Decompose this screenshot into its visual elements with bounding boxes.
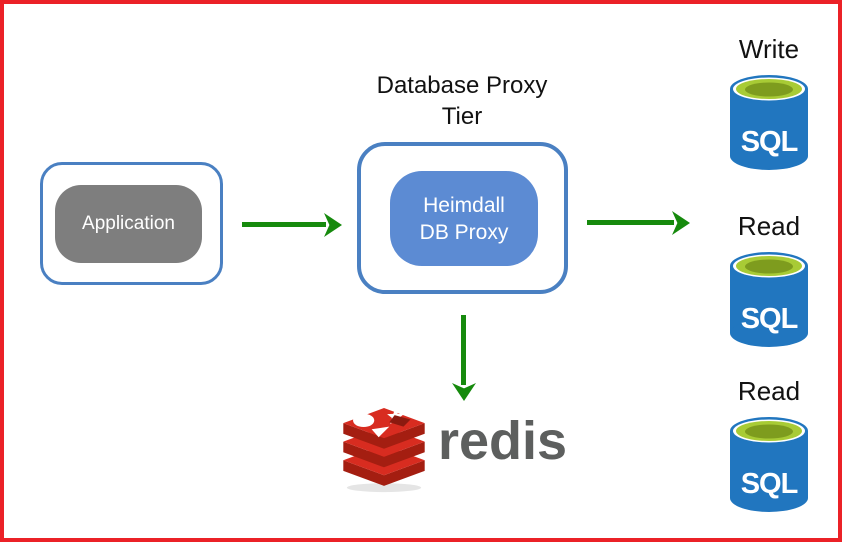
sql-icon-label: SQL — [740, 468, 799, 500]
sql-icon-label: SQL — [740, 303, 799, 335]
arrow-shaft — [242, 222, 326, 227]
read-label: Read — [737, 211, 801, 241]
redis-icon — [343, 408, 425, 493]
read-label: Read — [737, 376, 801, 406]
sql-database-icon: SQL — [730, 252, 808, 347]
arrow-head — [324, 213, 342, 237]
heimdall-proxy-label: Heimdall DB Proxy — [419, 193, 509, 244]
db-write-unit: Write SQL — [726, 34, 812, 170]
sql-cylinder-graphic — [730, 417, 808, 512]
sql-cylinder-graphic — [730, 252, 808, 347]
db-read-2-unit: Read SQL — [726, 376, 812, 512]
redis-wordmark: redis — [438, 411, 568, 471]
arrow-app-to-proxy-icon — [242, 213, 342, 237]
sql-database-icon: SQL — [730, 417, 808, 512]
arrow-shaft — [587, 220, 674, 225]
arrow-head — [672, 211, 690, 235]
application-label: Application — [82, 213, 175, 234]
write-label: Write — [738, 34, 800, 64]
heimdall-proxy-node: Heimdall DB Proxy — [390, 171, 538, 266]
arrow-proxy-to-redis-icon — [452, 315, 476, 401]
arrow-shaft — [461, 315, 466, 385]
sql-icon-label: SQL — [740, 126, 799, 158]
db-read-1-unit: Read SQL — [726, 211, 812, 347]
proxy-tier-title: Database Proxy Tier — [376, 72, 548, 130]
arrow-head — [452, 383, 476, 401]
sql-cylinder-graphic — [730, 75, 808, 170]
sql-database-icon: SQL — [730, 75, 808, 170]
application-node: Application — [55, 185, 202, 263]
arrow-proxy-to-db-icon — [587, 211, 690, 235]
